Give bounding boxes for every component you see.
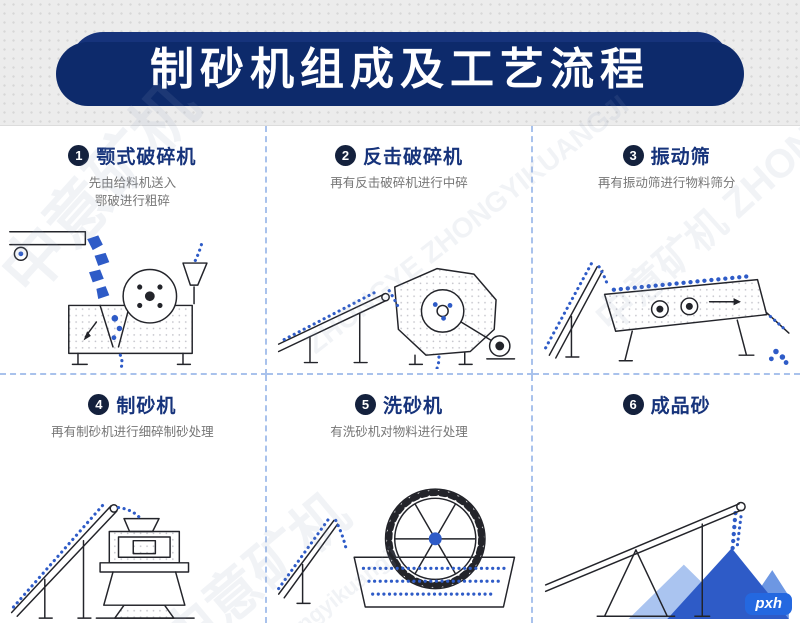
jaw-crusher-illustration (9, 230, 208, 369)
panel-impact-crusher: 2 反击破碎机 再有反击破碎机进行中碎 (266, 126, 534, 375)
line-art (545, 501, 747, 617)
step-title: 颚式破碎机 (96, 147, 197, 168)
step-description: 再有振动筛进行物料筛分 (597, 176, 736, 190)
line-art (277, 488, 515, 608)
step-number-badge: 1 (68, 145, 90, 166)
panel-finished-sand: 6 成品砂 (533, 375, 800, 623)
pxh-logo: pxh (745, 593, 792, 615)
material-flow (276, 515, 509, 596)
step-number-badge: 3 (622, 145, 644, 166)
page-title: 制砂机组成及工艺流程 (150, 45, 650, 94)
step-description: 有洗砂机对物料进行处理 (330, 424, 468, 439)
material-flow (282, 288, 453, 369)
panel-sand-making-machine: 4 制砂机 再有制砂机进行细碎制砂处理 (0, 374, 267, 623)
header-band: 制砂机组成及工艺流程 (0, 0, 800, 125)
panel-heading: 3 振动筛 (622, 142, 711, 169)
panel-heading: 1 颚式破碎机 (68, 142, 196, 169)
step-number-badge: 6 (622, 393, 644, 415)
pxh-logo-text: pxh (755, 595, 782, 612)
step-title: 成品砂 (650, 395, 711, 417)
process-grid: 1 颚式破碎机 先由给料机送入 鄂破进行粗碎 (0, 125, 800, 623)
step-number-badge: 2 (334, 145, 356, 166)
panel-vibrating-screen: 3 振动筛 再有振动筛进行物料筛分 (533, 126, 800, 375)
line-art (9, 230, 208, 365)
step-title: 制砂机 (116, 395, 177, 417)
panel-heading: 2 反击破碎机 (334, 142, 463, 169)
line-art (10, 504, 195, 619)
impact-crusher-illustration (277, 267, 515, 369)
step-number-badge: 4 (88, 393, 110, 415)
material-flow (730, 510, 743, 551)
material-flow (18, 234, 203, 369)
sand-making-machine-illustration (10, 500, 195, 619)
panel-sand-washer: 5 洗砂机 有洗砂机对物料进行处理 (267, 374, 534, 623)
step-description: 再有反击破碎机进行中碎 (330, 176, 468, 190)
material-flow (11, 500, 141, 609)
title-banner: 制砂机组成及工艺流程 (56, 32, 744, 106)
step-number-badge: 5 (354, 393, 376, 415)
step-title: 反击破碎机 (362, 147, 463, 168)
panel-heading: 5 洗砂机 (354, 391, 443, 418)
vibrating-screen-illustration (544, 260, 790, 365)
step-description: 先由给料机送入 鄂破进行粗碎 (88, 176, 177, 209)
step-title: 振动筛 (650, 147, 711, 168)
panel-heading: 6 成品砂 (622, 391, 711, 418)
line-art (548, 265, 790, 361)
sand-washer-illustration (276, 488, 515, 608)
panel-jaw-crusher: 1 颚式破碎机 先由给料机送入 鄂破进行粗碎 (0, 126, 267, 375)
material-flow (544, 260, 789, 365)
step-description: 再有制砂机进行细碎制砂处理 (51, 424, 214, 439)
panel-heading: 4 制砂机 (88, 391, 176, 418)
line-art (277, 267, 515, 365)
step-title: 洗砂机 (382, 395, 443, 417)
